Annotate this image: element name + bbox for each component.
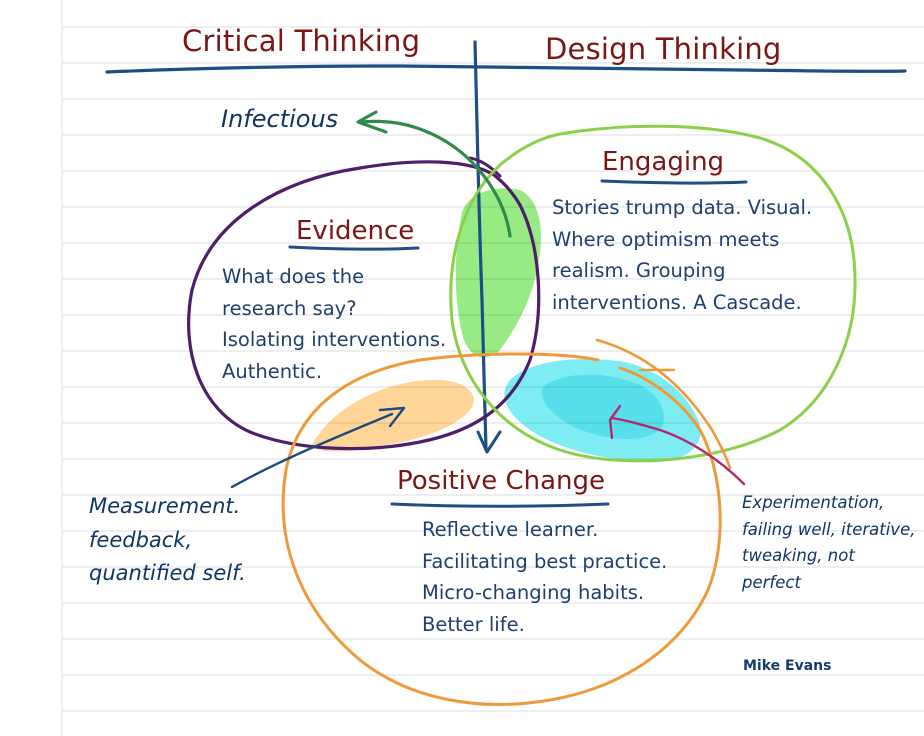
experiment-arrow (610, 416, 746, 486)
measurement-arrowhead (378, 406, 406, 428)
design-thinking-header: Design Thinking (545, 32, 782, 66)
evidence-underline (288, 245, 420, 251)
center-divider-arrowhead (476, 430, 502, 454)
evidence-text: What does the research say? Isolating in… (222, 261, 446, 387)
positive-change-circle (281, 352, 722, 706)
critical-thinking-header: Critical Thinking (182, 24, 421, 58)
infectious-label: Infectious (221, 105, 339, 133)
measurement-note-line: feedback, (89, 527, 193, 552)
center-divider (473, 40, 488, 452)
author-signature: Mike Evans (743, 658, 832, 674)
positive-change-circle-tail (595, 338, 732, 470)
experimentation-note-line: tweaking, not (742, 546, 855, 565)
positive-change-text: Reflective learner. Facilitating best pr… (422, 514, 667, 640)
positive-change-line: Micro-changing habits. (422, 581, 645, 604)
green-overlap-fill (455, 188, 541, 358)
engaging-title: Engaging (602, 147, 725, 177)
evidence-line: research say? (222, 296, 357, 320)
experiment-arrowhead (608, 404, 622, 440)
positive-change-line: Facilitating best practice. (422, 549, 668, 573)
experimentation-note-line: perfect (742, 572, 801, 592)
measurement-note-line: Measurement. (89, 494, 241, 518)
infectious-arrowhead (356, 110, 388, 134)
experimentation-note-line: Experimentation, (742, 493, 885, 512)
positive-change-line: Better life. (422, 612, 525, 636)
ruled-lines (62, 26, 924, 712)
engaging-text: Stories trump data. Visual. Where optimi… (552, 192, 812, 318)
engaging-line: realism. Grouping (552, 259, 726, 282)
engaging-line: interventions. A Cascade. (552, 290, 802, 314)
overlap-fills (312, 188, 701, 463)
header-underline (105, 64, 907, 74)
measurement-note: Measurement. feedback, quantified self. (89, 490, 246, 591)
orange-overlap-fill (312, 379, 474, 452)
engaging-line: Stories trump data. Visual. (552, 196, 813, 219)
evidence-line: What does the (222, 265, 365, 288)
positive-change-underline (390, 502, 610, 508)
engaging-circle (449, 124, 857, 463)
engaging-line: Where optimism meets (552, 227, 780, 251)
infectious-arrow (360, 119, 512, 238)
evidence-circle-tail (468, 156, 502, 178)
positive-change-line: Reflective learner. (422, 518, 599, 541)
measurement-arrow (230, 412, 394, 489)
evidence-title: Evidence (296, 216, 415, 246)
experimentation-note: Experimentation, failing well, iterative… (742, 490, 915, 596)
engaging-underline (600, 179, 748, 185)
evidence-line: Authentic. (222, 359, 323, 383)
experimentation-note-line: failing well, iterative, (742, 519, 916, 539)
measurement-note-line: quantified self. (89, 561, 246, 585)
evidence-circle (187, 160, 541, 451)
positive-change-title: Positive Change (397, 466, 606, 496)
evidence-line: Isolating interventions. (222, 328, 447, 351)
